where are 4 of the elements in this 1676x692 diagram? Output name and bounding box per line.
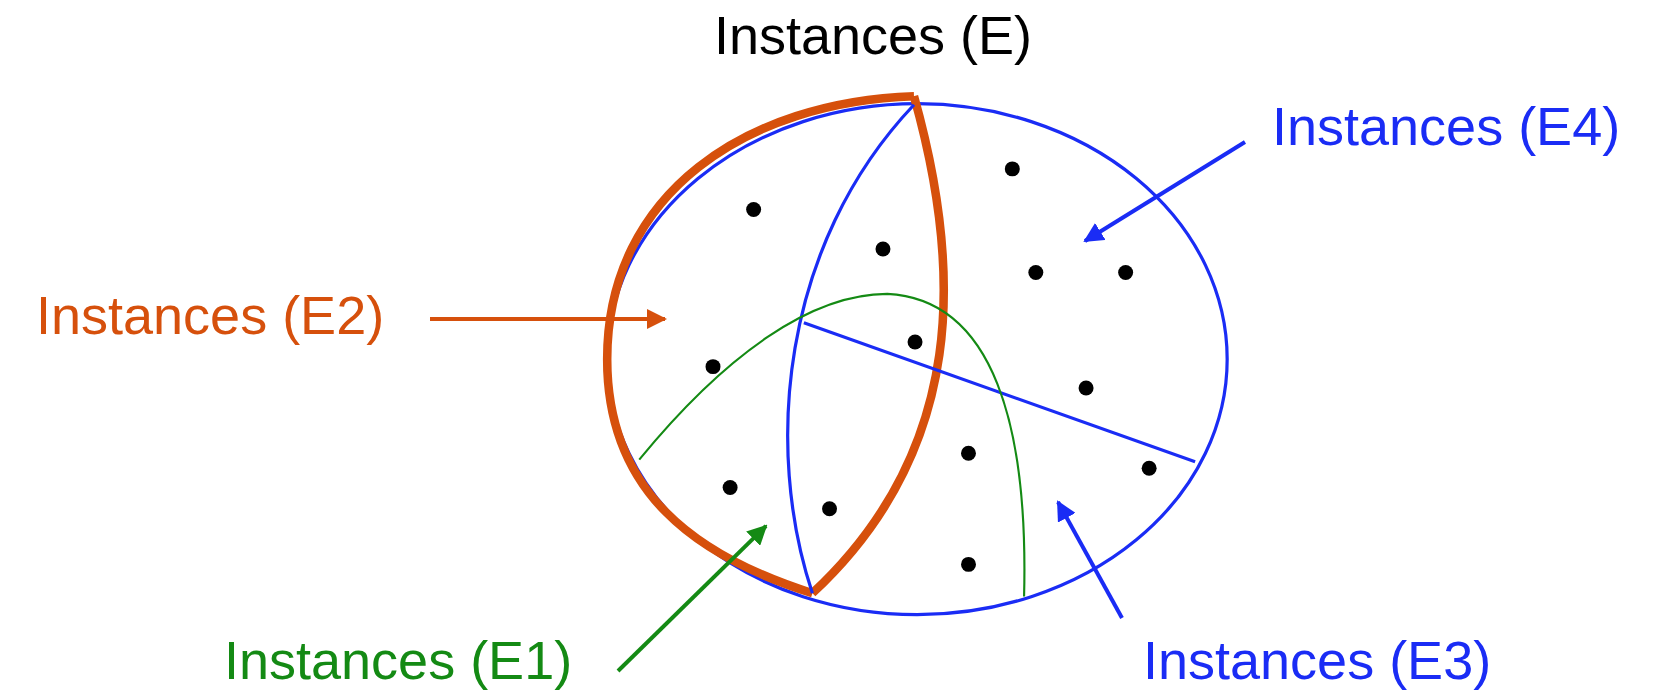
leader-arrow xyxy=(430,309,667,329)
leader-arrow xyxy=(1083,140,1247,243)
leader-arrow xyxy=(616,524,768,673)
leader-arrow xyxy=(1056,500,1124,619)
